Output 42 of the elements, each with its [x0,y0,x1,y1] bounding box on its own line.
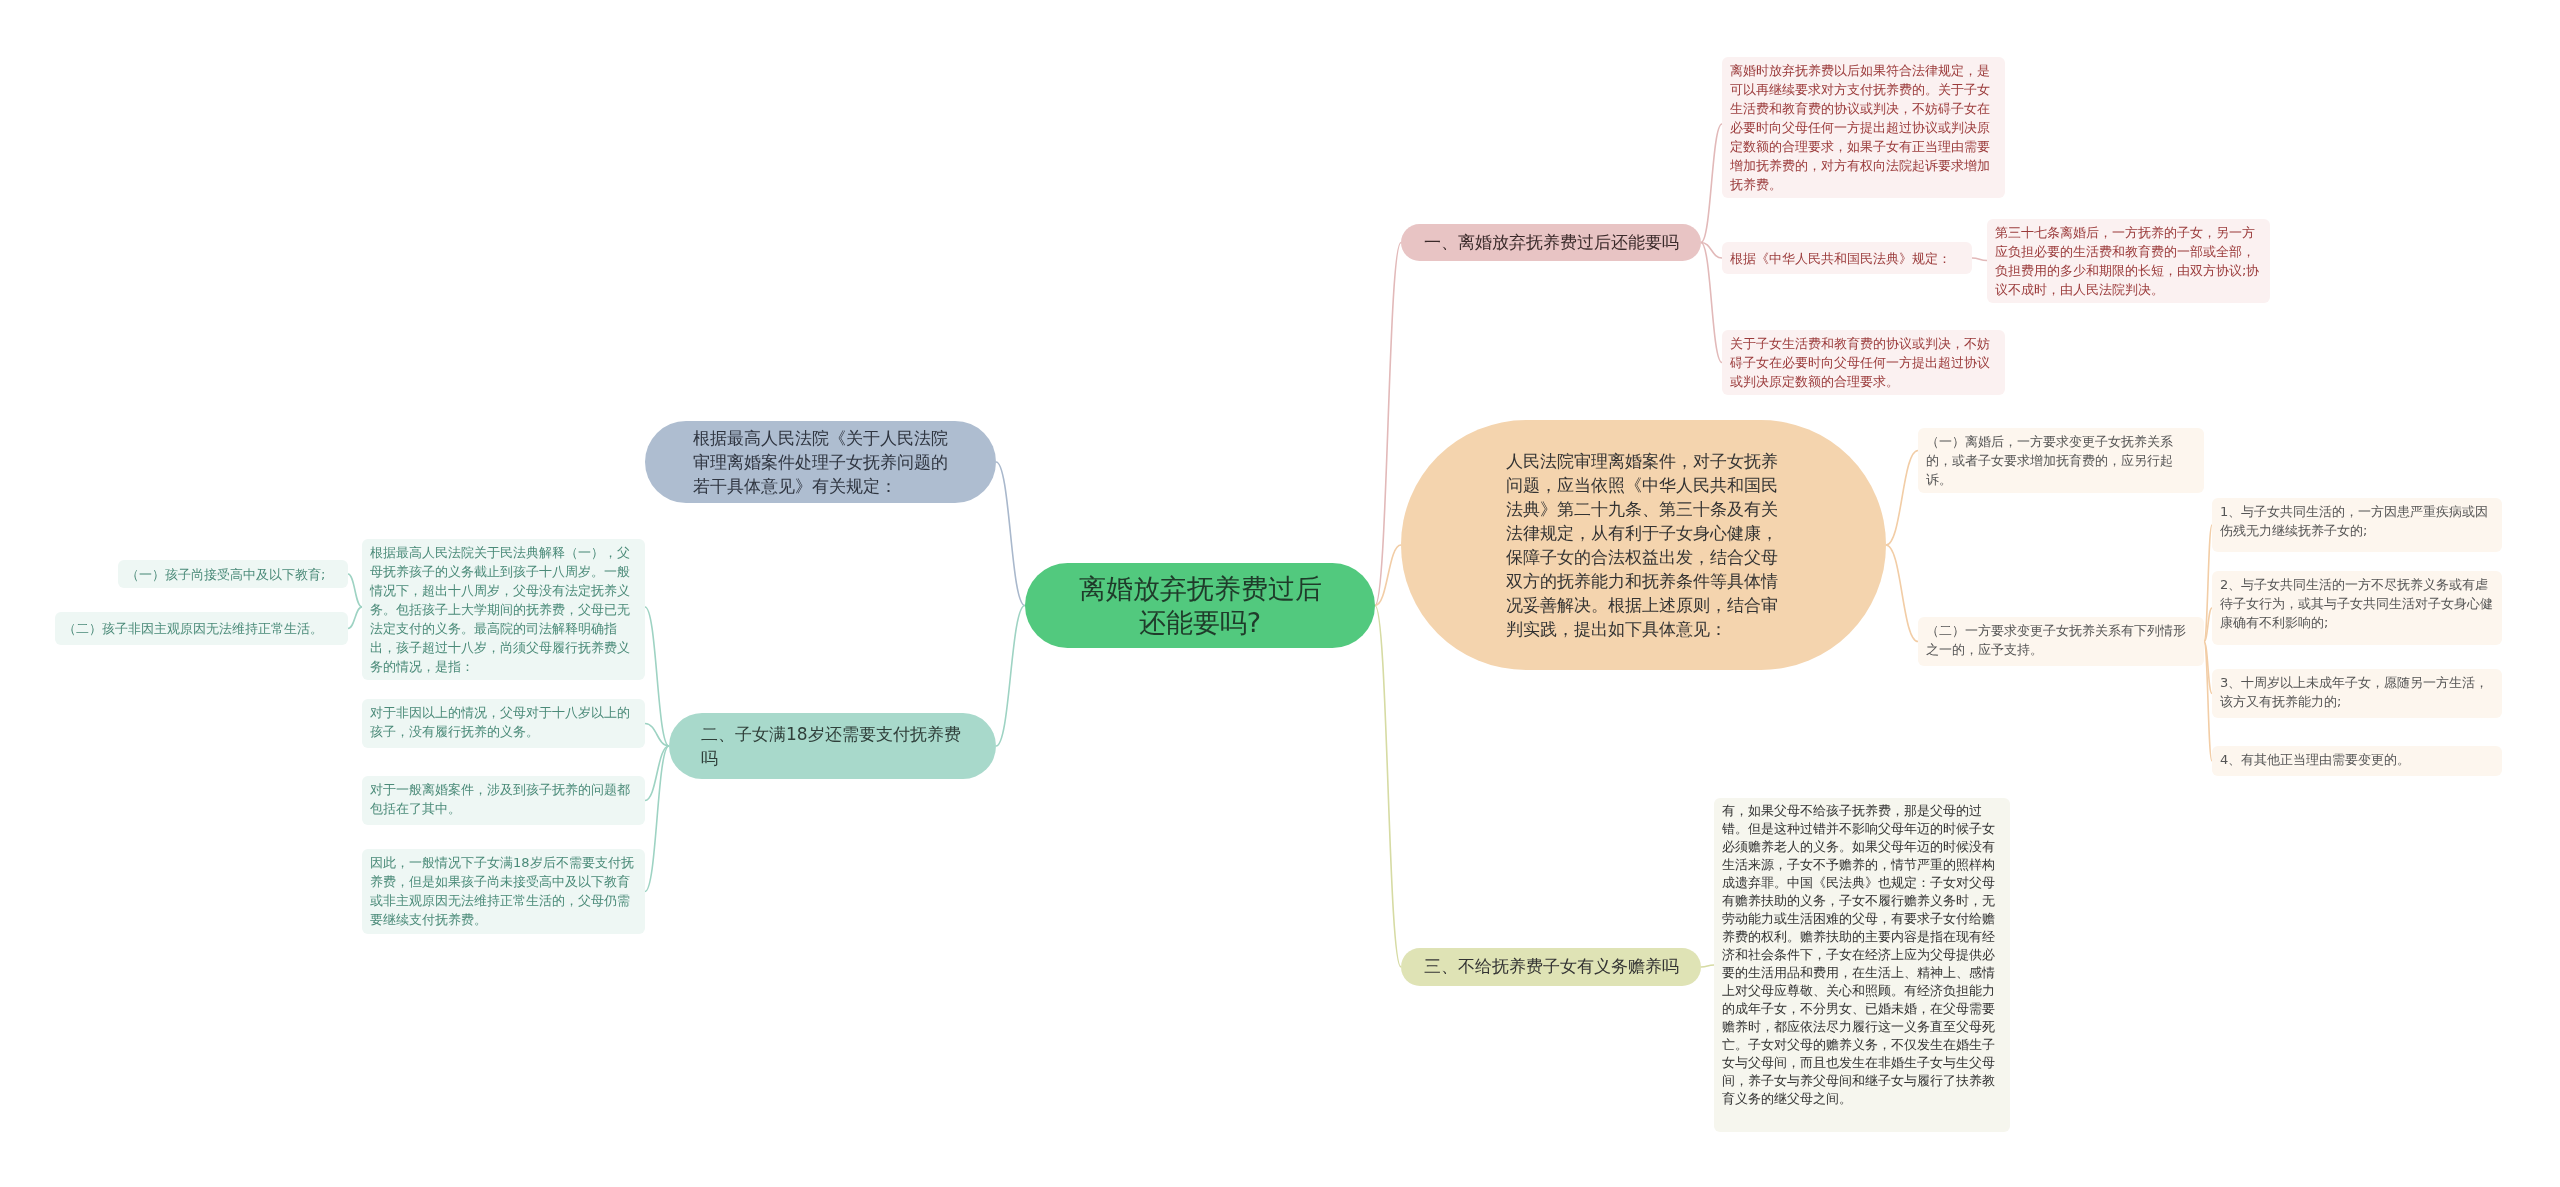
text-card: 根据《中华人民共和国民法典》规定： [1722,242,1972,274]
connector-line [644,722,670,747]
text-card: 离婚时放弃抚养费以后如果符合法律规定，是可以再继续要求对方支付抚养费的。关于子女生活费和教育费的协议或判决，不妨碍子女在必要时向父母任何一方提出超过协议或判决原定数额的合理要求，如果子女有正当理由需要增加抚养费的，对方有权向法院起诉要求增加抚养费。 [1722,57,2005,198]
text-card: 1、与子女共同生活的，一方因患严重疾病或因伤残无力继续抚养子女的; [2212,498,2502,552]
text-card: 因此，一般情况下子女满18岁后不需要支付抚养费，但是如果孩子尚未接受高中及以下教育或非主观原因无法维持正常生活的，父母仍需要继续支付抚养费。 [362,849,645,934]
connector-line [644,606,670,747]
text-card: 有，如果父母不给孩子抚养费，那是父母的过错。但是这种过错并不影响父母年迈的时候子女必须赡养老人的义务。如果父母年迈的时候没有生活来源，子女不予赡养的，情节严重的照样构成遗弃罪。中国《民法典》也规定：子女对父母有赡养扶助的义务，子女不履行赡养义务时，无劳动能力或生活困难的父母，有要求子女付给赡养费的权利。赡养扶助的主要内容是指在现有经济和社会条件下，子女在经济上应为父母提供必要的生活用品和费用，在生活上、精神上、感情上对父母应尊敬、关心和照顾。有经济负担能力的成年子女，不分男女、已婚未婚，在父母需要赡养时，都应依法尽力履行这一义务直至父母死亡。子女对父母的赡养义务，不仅发生在婚生子女与父母间，而且也发生在非婚生子女与生父母间，养子女与养父母间和继子女与履行了扶养教育义务的继父母之间。 [1714,798,2010,1132]
connector-line [1700,964,1715,968]
connector-line [1885,544,1919,643]
connector-line [1374,604,1402,968]
branch-topic: 二、子女满18岁还需要支付抚养费吗 [669,713,996,779]
text-card: （一）离婚后，一方要求变更子女抚养关系的，或者子女要求增加抚育费的，应另行起诉。 [1918,428,2204,493]
text-card: 对于一般离婚案件，涉及到孩子抚养的问题都包括在了其中。 [362,776,645,825]
connector-line [1700,241,1723,364]
text-card: 3、十周岁以上未成年子女，愿随另一方生活，该方又有抚养能力的; [2212,669,2502,718]
connector-line [644,745,670,893]
text-card: 2、与子女共同生活的一方不尽抚养义务或有虐待子女行为，或其与子女共同生活对子女身心健康确有不利影响的; [2212,571,2502,645]
connector-line [1700,241,1723,259]
connector-line [1700,123,1723,244]
text-card: 根据最高人民法院关于民法典解释（一），父母抚养孩子的义务截止到孩子十八周岁。一般情况下，超出十八周岁，父母没有法定抚养义务。包括孩子上大学期间的抚养费，父母已无法定支付的义务。最高院的司法解释明确指出，孩子超过十八岁，尚须父母履行抚养费义务的情况，是指： [362,539,645,680]
connector-line [347,573,363,608]
connector-line [2203,640,2213,695]
text-card: 4、有其他正当理由需要变更的。 [2212,746,2502,776]
branch-topic: 三、不给抚养费子女有义务赡养吗 [1401,948,1701,986]
connector-line [995,461,1026,607]
connector-line [1971,257,1988,262]
text-card: （二）孩子非因主观原因无法维持正常生活。 [55,612,348,645]
text-card: （二）一方要求变更子女抚养关系有下列情形之一的，应予支持。 [1918,617,2204,666]
connector-line [995,604,1026,747]
text-card: 关于子女生活费和教育费的协议或判决，不妨碍子女在必要时向父母任何一方提出超过协议或判决原定数额的合理要求。 [1722,330,2005,395]
connector-line [1374,544,1402,607]
branch-topic: 根据最高人民法院《关于人民法院审理离婚案件处理子女抚养问题的若干具体意见》有关规定： [645,421,996,503]
connector-line [2203,607,2213,643]
branch-topic: 一、离婚放弃抚养费过后还能要吗 [1401,224,1701,261]
text-card: （一）孩子尚接受高中及以下教育; [118,560,348,588]
connector-line [347,606,363,630]
branch-topic: 人民法院审理离婚案件，对子女抚养问题，应当依照《中华人民共和国民法典》第二十九条、第三十条及有关法律规定，从有利于子女身心健康，保障子女的合法权益出发，结合父母双方的抚养能力和抚养条件等具体情况妥善解决。根据上述原则，结合审判实践，提出如下具体意见： [1401,420,1886,670]
connector-line [644,745,670,802]
connector-line [1885,449,1919,546]
central-topic: 离婚放弃抚养费过后还能要吗? [1025,563,1375,648]
text-card: 对于非因以上的情况，父母对于十八岁以上的孩子，没有履行抚养的义务。 [362,699,645,748]
text-card: 第三十七条离婚后，一方抚养的子女，另一方应负担必要的生活费和教育费的一部或全部，负担费用的多少和期限的长短，由双方协议;协议不成时，由人民法院判决。 [1987,219,2270,303]
